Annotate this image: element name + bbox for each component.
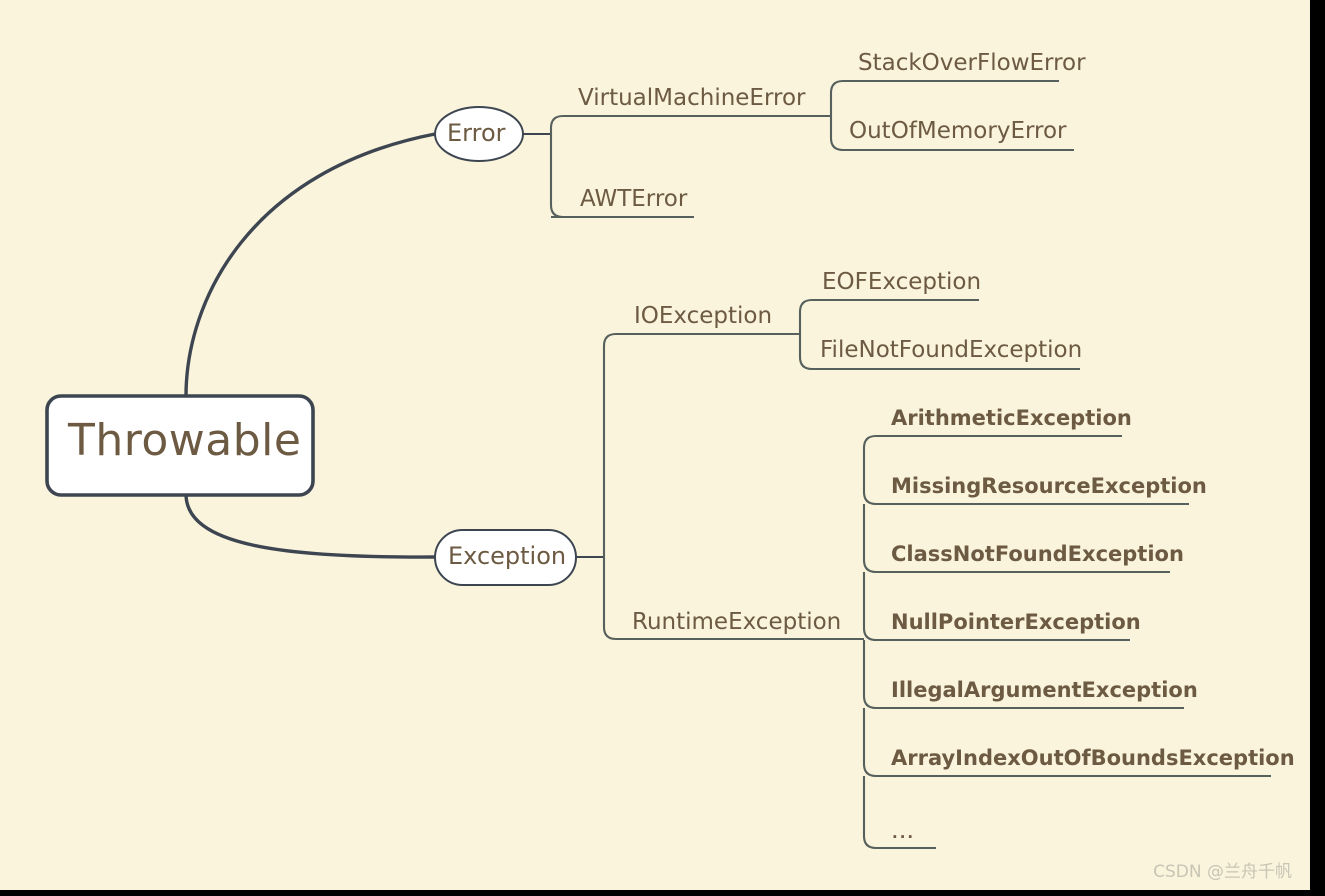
spine-runtimeexception-children-3 bbox=[862, 572, 1130, 642]
spine-runtimeexception-children-6 bbox=[862, 776, 936, 850]
spine-virtualmachineerror-children bbox=[829, 79, 1074, 152]
edge-throwable-to-error bbox=[184, 132, 437, 398]
node-exception-shape[interactable] bbox=[434, 529, 577, 586]
csdn-watermark: CSDN @兰舟千帆 bbox=[1153, 862, 1292, 882]
spine-exception-children bbox=[602, 332, 830, 641]
spine-ioexception-children bbox=[798, 298, 1080, 371]
node-error-shape[interactable] bbox=[434, 106, 524, 162]
spine-runtimeexception-children bbox=[862, 434, 1189, 506]
node-throwable-box[interactable] bbox=[45, 394, 315, 497]
edge-throwable-to-exception bbox=[184, 492, 437, 559]
spine-runtimeexception-children-5 bbox=[862, 708, 1271, 778]
spine-runtimeexception-children-4 bbox=[862, 640, 1184, 710]
spine-error-children bbox=[549, 114, 800, 219]
spine-runtimeexception-children-2 bbox=[862, 504, 1170, 574]
